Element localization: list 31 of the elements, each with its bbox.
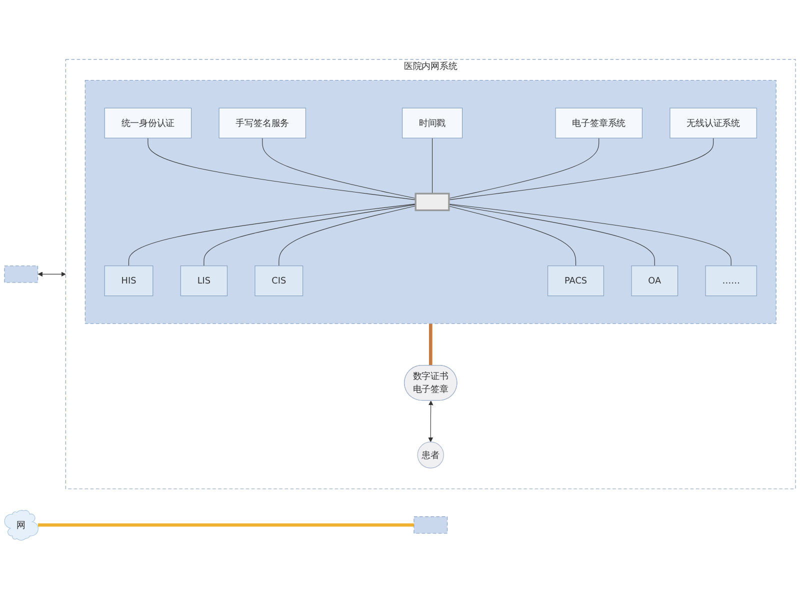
node-box: LIS — [180, 266, 228, 296]
arrow — [428, 400, 434, 442]
cluster — [84, 80, 776, 324]
connector — [128, 204, 416, 266]
node-box: 无线认证系统 — [670, 108, 757, 138]
connector — [278, 206, 416, 266]
node-box: 手写签名服务 — [218, 108, 306, 138]
connector — [148, 138, 416, 200]
connector — [448, 138, 600, 199]
node-circle: 患者 — [417, 442, 444, 468]
arrow — [38, 272, 66, 277]
node-box: CIS — [254, 266, 304, 296]
connector — [448, 204, 732, 266]
node-box: 电子签章系统 — [555, 108, 642, 138]
connector — [428, 324, 432, 366]
node-box: 统一身份认证 — [104, 108, 192, 138]
connector — [38, 524, 414, 527]
node-box: OA — [631, 266, 678, 296]
connector — [204, 204, 416, 266]
node-box: …… — [705, 266, 757, 296]
connector — [448, 204, 655, 266]
node-box: 时间戳 — [402, 108, 463, 138]
node-box — [414, 516, 448, 534]
node-bar — [414, 192, 450, 212]
node-box: HIS — [104, 266, 154, 296]
node-box — [4, 266, 38, 283]
connector — [448, 206, 576, 266]
connector — [262, 138, 416, 199]
connector — [448, 138, 714, 200]
connector — [432, 138, 433, 194]
node-box: PACS — [548, 266, 604, 296]
